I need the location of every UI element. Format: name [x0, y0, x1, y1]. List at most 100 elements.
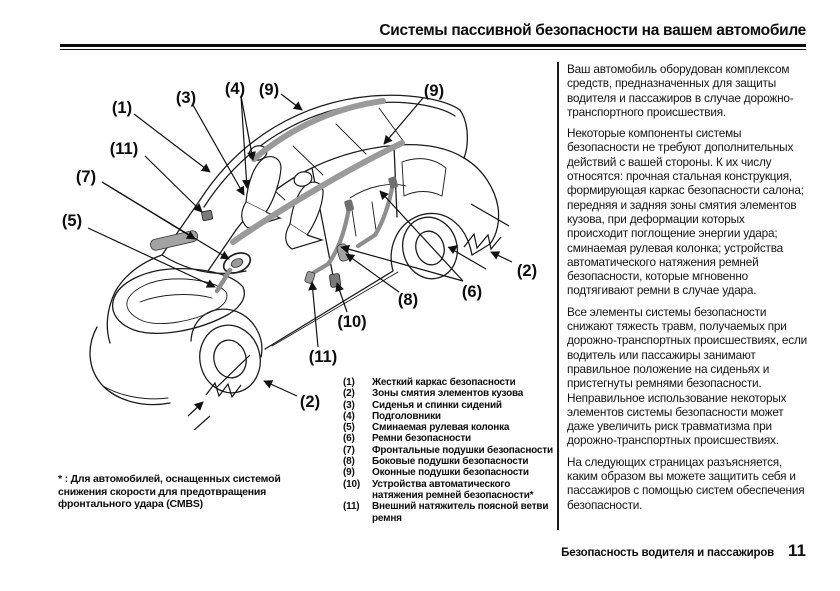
callout-label-7: (7)	[76, 168, 96, 186]
header-rule-thin	[60, 49, 806, 50]
legend-item-number: (2)	[343, 388, 355, 400]
leader-8	[345, 253, 400, 293]
leader-7b	[101, 181, 230, 260]
curtain-airbag-near	[251, 98, 386, 162]
belt-anchor-front	[344, 199, 354, 212]
legend-item: (11) Внешний натяжитель поясной ветви рем…	[343, 501, 557, 524]
legend-item-number: (5)	[343, 422, 355, 434]
legend-item-text: Устройства автоматического натяжения рем…	[372, 478, 534, 501]
legend-item: (7) Фронтальные подушки безопасности	[343, 445, 557, 456]
leader-4b	[240, 95, 251, 189]
leader-6b	[340, 244, 464, 282]
leader-4a	[240, 95, 256, 161]
leader-11b	[308, 281, 319, 348]
legend-item-number: (1)	[343, 377, 355, 388]
callout-label-3: (3)	[176, 89, 196, 107]
legend-item-number: (10)	[343, 478, 360, 490]
legend-item-text: Фронтальные подушки безопасности	[372, 444, 553, 456]
legend-item-number: (7)	[343, 444, 355, 456]
callout-label-4: (4)	[225, 80, 245, 98]
steering-wheel	[222, 252, 252, 274]
seats	[241, 145, 324, 250]
legend-item: (6) Ремни безопасности	[343, 433, 557, 444]
driver-airbag-pad	[230, 258, 244, 268]
legend-item: (8) Боковые подушки безопасности	[343, 456, 557, 467]
callout-label-11-bottom: (11)	[309, 348, 337, 366]
legend-item-text: Ремни безопасности	[372, 433, 471, 445]
wheels	[199, 216, 458, 394]
header-rule-thick	[60, 44, 806, 47]
legend-item: (3) Сиденья и спинки сидений	[343, 400, 557, 411]
callout-label-9-right: (9)	[424, 82, 444, 100]
callout-label-10: (10)	[337, 313, 366, 331]
leader-5	[87, 227, 216, 288]
legend-item: (1) Жесткий каркас безопасности	[343, 377, 557, 388]
legend-item-text: Жесткий каркас безопасности	[372, 377, 516, 388]
legend-item-text: Сминаемая рулевая колонка	[372, 422, 510, 434]
front-passenger-airbag	[150, 230, 199, 251]
airbags-and-belts	[150, 98, 405, 294]
steering-column	[214, 267, 233, 294]
legend-item-number: (8)	[343, 456, 355, 468]
legend-item-number: (3)	[343, 399, 355, 411]
diagram-legend: (1) Жесткий каркас безопасности (2) Зоны с…	[343, 377, 557, 524]
paragraph-components: Некоторые компоненты системы безопасност…	[567, 126, 804, 298]
page-footer: Безопасность водителя и пассажиров 11	[561, 541, 806, 561]
paragraph-all-elements: Все элементы системы безопасности снижаю…	[567, 304, 808, 448]
page-number: 11	[788, 541, 806, 560]
leader-2b	[263, 380, 298, 397]
legend-item-number: (9)	[343, 467, 355, 479]
car-body-outline	[89, 94, 500, 406]
outer-lap-tensioner	[304, 271, 316, 284]
cmbs-footnote: * : Для автомобилей, оснащенных системой…	[58, 473, 281, 511]
rear-seatbelt	[355, 180, 396, 249]
callout-labels: (1) (3) (4) (9) (9) (11) (7) (5) (2) (6)…	[62, 80, 537, 411]
callout-label-5: (5)	[62, 212, 82, 230]
body-text-column: Ваш автомобиль оборудован комплексом сре…	[567, 62, 808, 519]
legend-item-number: (11)	[343, 501, 360, 513]
legend-item-text: Оконные подушки безопасности	[372, 467, 529, 479]
leader-10	[335, 282, 348, 313]
front-seatbelt	[305, 205, 352, 279]
belt-pretensioner	[329, 273, 342, 288]
legend-item-number: (6)	[343, 433, 355, 445]
callout-label-6: (6)	[462, 283, 482, 301]
belt-anchor-rear	[388, 176, 398, 189]
legend-item-text: Внешний натяжитель поясной ветви ремня	[372, 501, 549, 524]
footer-section-label: Безопасность водителя и пассажиров	[561, 547, 775, 559]
leader-9l	[280, 93, 303, 111]
callout-label-2-right: (2)	[517, 262, 537, 280]
legend-item: (5) Сминаемая рулевая колонка	[343, 422, 557, 433]
legend-item: (10) Устройства автоматического натяжения…	[343, 479, 557, 502]
crumple-zone-rear-symbol	[447, 203, 510, 270]
legend-item: (2) Зоны смятия элементов кузова	[343, 388, 557, 399]
dash-tensioner-box	[201, 209, 214, 222]
side-airbag	[336, 243, 350, 262]
callout-label-1: (1)	[112, 99, 132, 117]
leader-2r	[490, 251, 513, 263]
car-safety-diagram: (1) (3) (4) (9) (9) (11) (7) (5) (2) (6)…	[62, 80, 537, 430]
leader-9r	[383, 97, 424, 145]
leader-6a	[379, 190, 464, 282]
legend-item: (9) Оконные подушки безопасности	[343, 467, 557, 478]
page-title: Системы пассивной безопасности на вашем …	[379, 22, 806, 39]
legend-item-number: (4)	[343, 410, 355, 422]
leader-1	[133, 113, 211, 173]
callout-label-8: (8)	[398, 291, 418, 309]
paragraph-next-pages: На следующих страницах разъясняется, как…	[567, 454, 805, 512]
leader-3	[192, 104, 245, 196]
callout-label-9-left: (9)	[259, 81, 279, 99]
leader-lines	[87, 93, 513, 397]
paragraph-intro: Ваш автомобиль оборудован комплексом сре…	[567, 62, 794, 119]
legend-item-text: Зоны смятия элементов кузова	[372, 388, 524, 400]
column-divider	[557, 62, 559, 530]
callout-label-11-left: (11)	[110, 140, 138, 158]
legend-item-text: Подголовники	[372, 410, 441, 422]
callout-label-2-bottom: (2)	[300, 393, 320, 411]
legend-item: (4) Подголовники	[343, 411, 557, 422]
legend-item-text: Сиденья и спинки сидений	[372, 399, 502, 411]
leader-11l	[144, 155, 203, 213]
legend-item-text: Боковые подушки безопасности	[372, 456, 529, 468]
curtain-airbag-far	[230, 140, 405, 245]
